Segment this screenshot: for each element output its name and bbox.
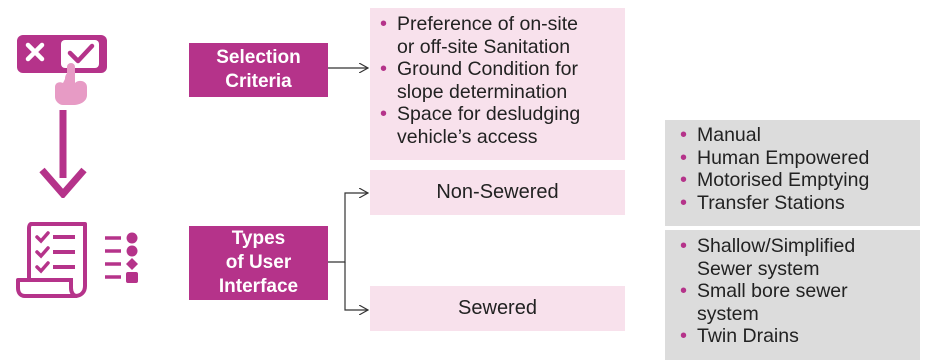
list-item: Transfer Stations	[680, 192, 920, 215]
connector-types-bracket	[328, 193, 368, 263]
list-item: Manual	[680, 124, 920, 147]
list-item: Motorised Emptying	[680, 169, 920, 192]
sewered-label: Sewered	[458, 297, 537, 319]
list-item: Twin Drains	[680, 325, 920, 348]
non-sewered-options-box: Manual Human Empowered Motorised Emptyin…	[665, 120, 920, 226]
list-item: Ground Condition for slope determination	[380, 58, 625, 103]
list-item: Small bore sewer system	[680, 280, 920, 325]
selection-criteria-label: Selection Criteria	[189, 43, 328, 97]
list-item: Human Empowered	[680, 147, 920, 170]
list-bullets-icon	[103, 232, 139, 284]
sewered-options-box: Shallow/Simplified Sewer system Small bo…	[665, 230, 920, 360]
sewered-box: Sewered	[370, 286, 625, 331]
list-item: Space for desludging vehicle’s access	[380, 103, 625, 148]
non-sewered-label: Non-Sewered	[436, 181, 559, 203]
list-item: Shallow/Simplified Sewer system	[680, 235, 920, 280]
connector-types-sewered	[344, 262, 368, 310]
checkbox-select-icon	[15, 33, 115, 105]
types-of-user-interface-label: Types of User Interface	[189, 226, 328, 300]
list-item: Preference of on-site or off-site Sanita…	[380, 13, 625, 58]
criteria-list: Preference of on-site or off-site Sanita…	[380, 13, 625, 148]
checklist-scroll-icon	[15, 220, 95, 298]
non-sewered-box: Non-Sewered	[370, 170, 625, 215]
criteria-box: Preference of on-site or off-site Sanita…	[370, 8, 625, 160]
non-sewered-options-list: Manual Human Empowered Motorised Emptyin…	[680, 124, 920, 214]
sewered-options-list: Shallow/Simplified Sewer system Small bo…	[680, 235, 920, 348]
down-arrow-icon	[38, 108, 88, 200]
